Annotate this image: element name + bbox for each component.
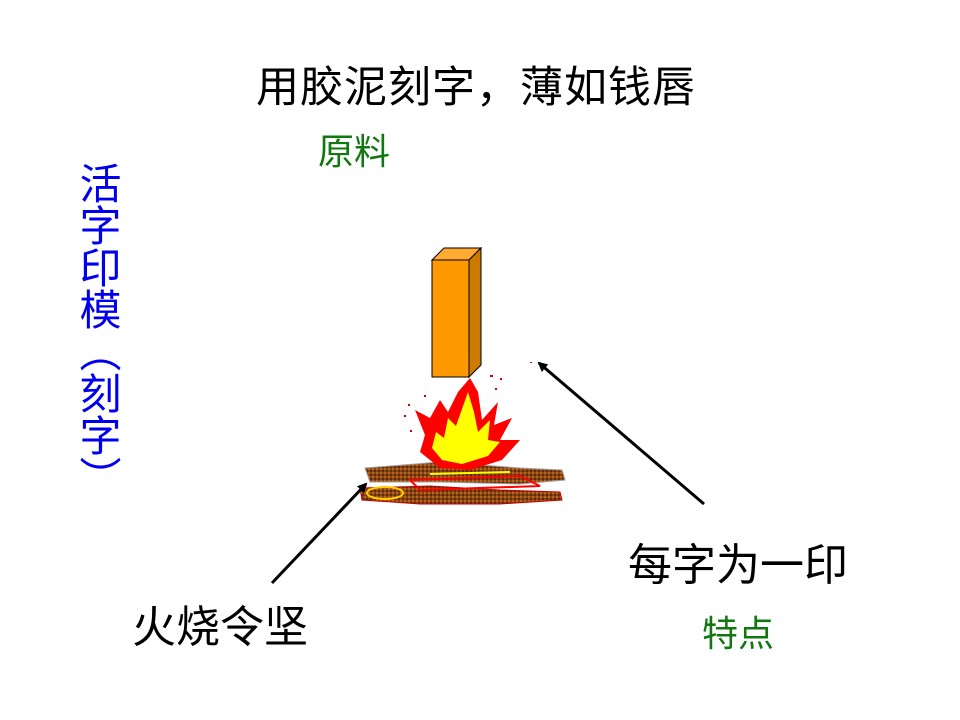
- material-label: 原料: [318, 132, 391, 173]
- movable-type-label: 活字印模（刻字）: [73, 162, 122, 498]
- arrow-to-block-icon: [537, 361, 705, 506]
- clay-block-icon: [430, 246, 483, 379]
- fire-hardening-caption: 火烧令坚: [132, 602, 308, 653]
- slide-title: 用胶泥刻字，薄如钱唇: [256, 63, 696, 113]
- each-character-caption: 每字为一印: [628, 540, 848, 591]
- feature-label: 特点: [702, 614, 775, 655]
- arrow-to-fire-icon: [270, 482, 368, 585]
- fire-icon: [359, 362, 566, 505]
